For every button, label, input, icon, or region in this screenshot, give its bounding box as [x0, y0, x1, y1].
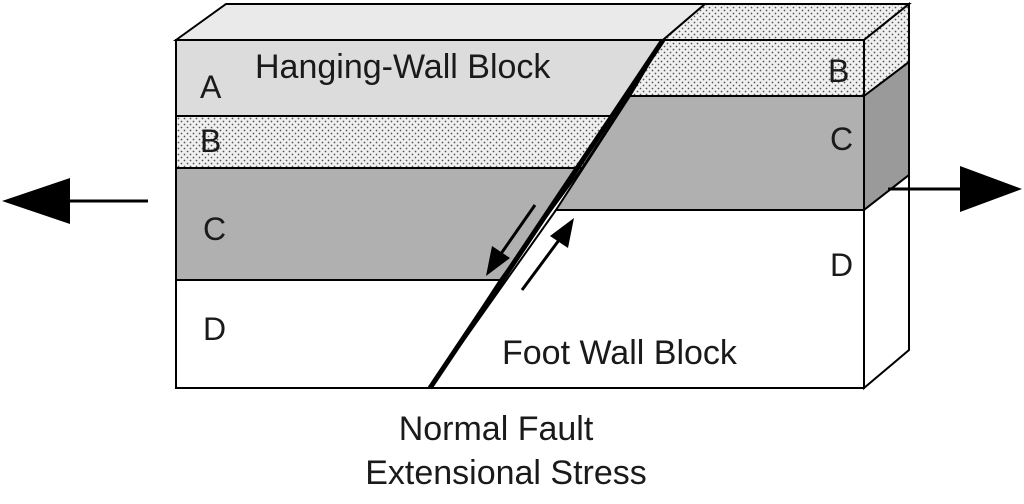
layer-label-left-b: B: [200, 123, 221, 159]
layer-label-left-a: A: [200, 69, 222, 105]
caption-line-1: Normal Fault: [399, 410, 594, 448]
hanging-layer-b: [175, 115, 618, 169]
layer-label-right-b: B: [828, 53, 849, 89]
hanging-wall-top-face: [172, 3, 708, 41]
caption-line-2: Extensional Stress: [365, 454, 647, 492]
layer-label-right-c: C: [830, 121, 853, 157]
layer-label-left-c: C: [203, 211, 226, 247]
arrow-down-left-icon: [486, 204, 537, 276]
layer-label-right-d: D: [830, 247, 853, 283]
hanging-wall-label: Hanging-Wall Block: [255, 48, 551, 86]
fault-line: [427, 38, 666, 390]
foot-wall-side-face-d: [863, 172, 910, 391]
foot-wall-label: Foot Wall Block: [502, 334, 738, 372]
arrow-left-icon: [2, 178, 148, 224]
arrow-up-right-icon: [520, 218, 574, 291]
layer-label-left-d: D: [203, 311, 226, 347]
arrow-right-icon: [888, 166, 1022, 212]
